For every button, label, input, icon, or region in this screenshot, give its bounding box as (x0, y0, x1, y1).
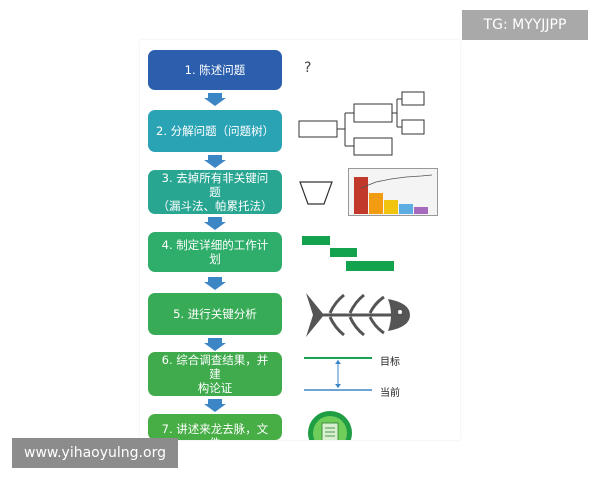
down-arrow-icon (204, 155, 226, 168)
watermark-telegram: TG: MYYJJPP (462, 10, 588, 40)
step-3-eliminate-noncritical: 3. 去掉所有非关键问题 （漏斗法、帕累托法） (148, 170, 282, 214)
issue-tree-icon (298, 91, 425, 156)
step-2-decompose-problem: 2. 分解问题（问题树） (148, 110, 282, 152)
down-arrow-icon (204, 338, 226, 351)
down-arrow-icon (204, 217, 226, 230)
down-arrow-icon (204, 399, 226, 412)
question-mark-icon: ? (304, 60, 312, 76)
watermark-url: www.yihaoyulng.org (12, 438, 178, 468)
step-6-synthesize-findings: 6. 综合调查结果，并建 构论证 (148, 352, 282, 396)
step-5-key-analysis: 5. 进行关键分析 (148, 293, 282, 335)
down-arrow-icon (204, 277, 226, 290)
document-icon (308, 411, 352, 440)
pareto-chart-icon (348, 168, 438, 216)
step-4-work-plan: 4. 制定详细的工作计划 (148, 232, 282, 272)
step-7-tell-story-archive: 7. 讲述来龙去脉，文件 归档 (148, 414, 282, 440)
gantt-bars-icon (302, 236, 394, 271)
target-label: 目标 (380, 357, 400, 368)
fishbone-icon (306, 293, 410, 337)
down-arrow-icon (204, 93, 226, 106)
step-1-state-problem: 1. 陈述问题 (148, 50, 282, 90)
gap-lines-icon (304, 357, 372, 391)
funnel-icon (299, 181, 333, 205)
current-label: 当前 (380, 388, 400, 399)
